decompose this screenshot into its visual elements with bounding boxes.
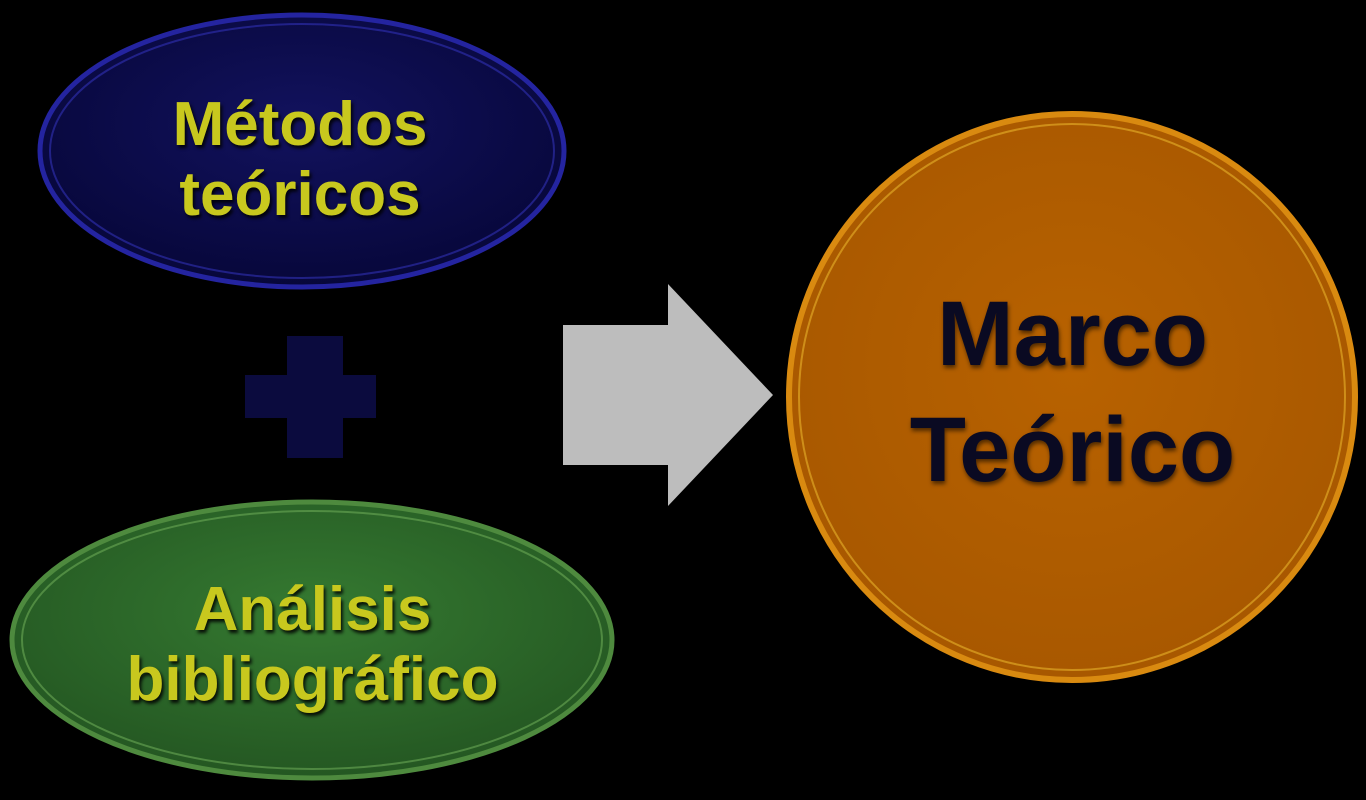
plus-horizontal-bar — [245, 375, 376, 418]
analisis-ellipse-inner-ring — [21, 510, 603, 770]
marco-teorico-node — [786, 111, 1358, 683]
marco-circle — [786, 111, 1358, 683]
analisis-ellipse — [9, 499, 615, 781]
plus-icon — [245, 336, 376, 458]
metodos-ellipse — [37, 12, 567, 290]
arrow-right-icon — [563, 284, 773, 506]
metodos-teoricos-node — [37, 12, 567, 290]
marco-circle-inner-ring — [798, 123, 1346, 671]
arrow-shape — [563, 284, 773, 506]
metodos-ellipse-inner-ring — [49, 23, 555, 279]
analisis-bibliografico-node — [9, 499, 615, 781]
